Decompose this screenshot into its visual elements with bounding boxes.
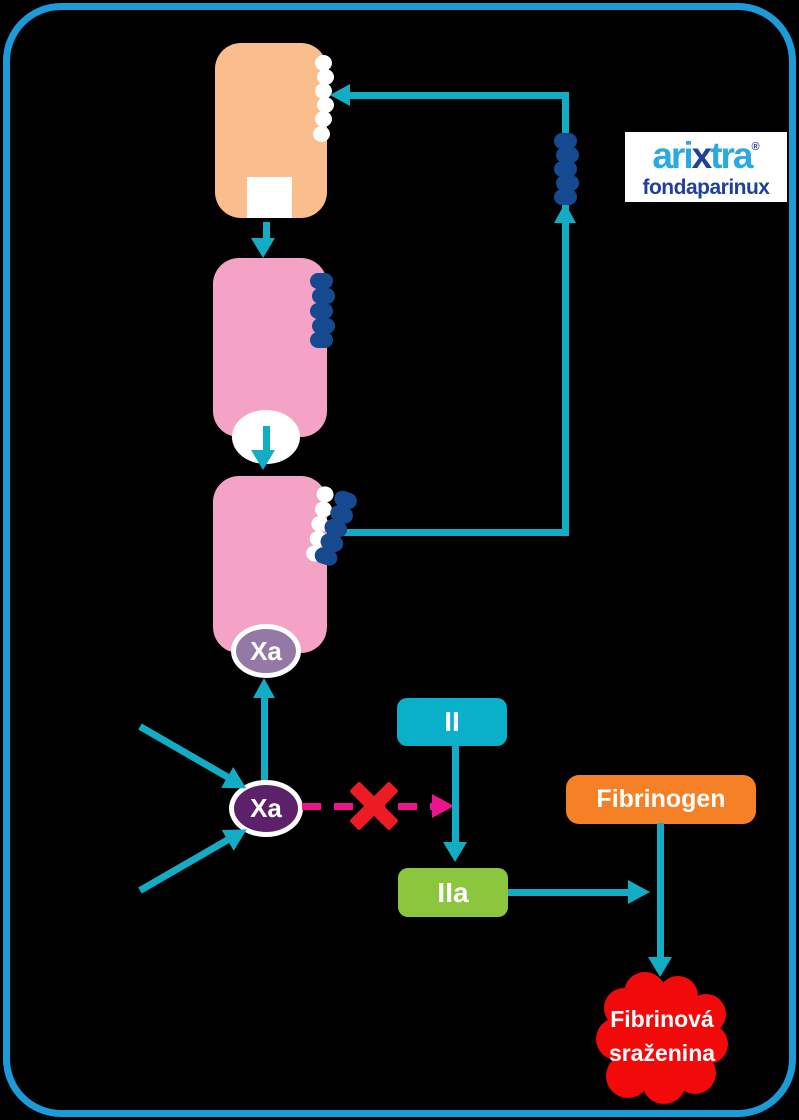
recycle-arrowhead-icon xyxy=(554,203,576,223)
factor-iia-label: IIa xyxy=(437,876,469,908)
arixtra-brand-text: arixtra® xyxy=(652,134,760,176)
fibrin-clot-label: Fibrinová sraženina xyxy=(586,1002,738,1070)
xa-capture-arrowhead-icon xyxy=(253,678,275,698)
fibrinogen-to-clot-arrowhead-icon xyxy=(648,957,672,977)
cloud-body-shape xyxy=(614,994,710,1082)
pentasaccharide-bead-icon xyxy=(554,161,577,177)
pentasaccharide-bead-icon xyxy=(556,147,579,163)
ii-to-iia-line xyxy=(452,746,459,844)
at-binding-bead-icon xyxy=(317,97,334,113)
fibrin-clot-cloud: Fibrinová sraženina xyxy=(596,972,728,1104)
bound-pentasaccharide-bead-icon xyxy=(312,288,335,304)
bound-pentasaccharide-bead-icon xyxy=(310,303,333,319)
registered-mark: ® xyxy=(751,140,760,153)
at-binding-bead-icon xyxy=(315,83,332,99)
factor-ii-box: II xyxy=(397,698,507,746)
fibrin-clot-label-line1: Fibrinová xyxy=(610,1006,714,1032)
fibrinogen-box: Fibrinogen xyxy=(566,775,756,824)
fibrinogen-to-clot-line xyxy=(657,823,664,959)
at-xa-complex-shape xyxy=(213,476,327,653)
factor-ii-label: II xyxy=(444,706,460,737)
xa-capture-line xyxy=(261,696,268,782)
at-to-complex-line xyxy=(263,222,270,240)
iia-to-fibrin-line xyxy=(508,889,630,896)
factor-iia-box: IIa xyxy=(398,868,508,917)
at-binding-bead-icon xyxy=(315,55,332,71)
pentasaccharide-bead-icon xyxy=(556,175,579,191)
release-line-horizontal xyxy=(340,529,569,536)
binding-arrowhead-icon xyxy=(330,84,350,106)
complex-to-xa-line xyxy=(263,426,270,452)
ii-to-iia-arrowhead-icon xyxy=(443,842,467,862)
binding-arrow-line xyxy=(348,92,565,99)
complex-to-xa-arrowhead-icon xyxy=(251,450,275,470)
recycle-line-vertical xyxy=(562,92,569,534)
rounded-border-frame xyxy=(3,3,796,1117)
bound-pentasaccharide-bead-icon xyxy=(310,332,333,348)
fibrinogen-label: Fibrinogen xyxy=(596,785,726,813)
arixtra-logo: arixtra® fondaparinux xyxy=(625,132,787,202)
at-binding-bead-icon xyxy=(313,126,330,142)
antithrombin-active-site-notch xyxy=(247,177,292,218)
xa-bound-label: Xa xyxy=(250,635,282,666)
at-binding-bead-icon xyxy=(315,111,332,127)
antithrombin-shape xyxy=(215,43,327,218)
pentasaccharide-bead-icon xyxy=(554,133,577,149)
pentasaccharide-bead-icon xyxy=(554,189,577,205)
at-binding-bead-icon xyxy=(317,69,334,85)
xa-free-label: Xa xyxy=(250,793,282,823)
inhibited-pathway-arrowhead-icon xyxy=(432,794,454,818)
xa-bound-ellipse: Xa xyxy=(231,624,301,678)
xa-free-ellipse: Xa xyxy=(229,780,303,837)
bound-pentasaccharide-bead-icon xyxy=(310,273,333,289)
iia-to-fibrin-arrowhead-icon xyxy=(628,880,650,904)
bound-pentasaccharide-bead-icon xyxy=(312,318,335,334)
at-fondaparinux-complex-shape xyxy=(213,258,327,437)
fondaparinux-text: fondaparinux xyxy=(642,175,770,199)
at-to-complex-arrowhead-icon xyxy=(251,238,275,258)
fibrin-clot-label-line2: sraženina xyxy=(608,1040,716,1066)
